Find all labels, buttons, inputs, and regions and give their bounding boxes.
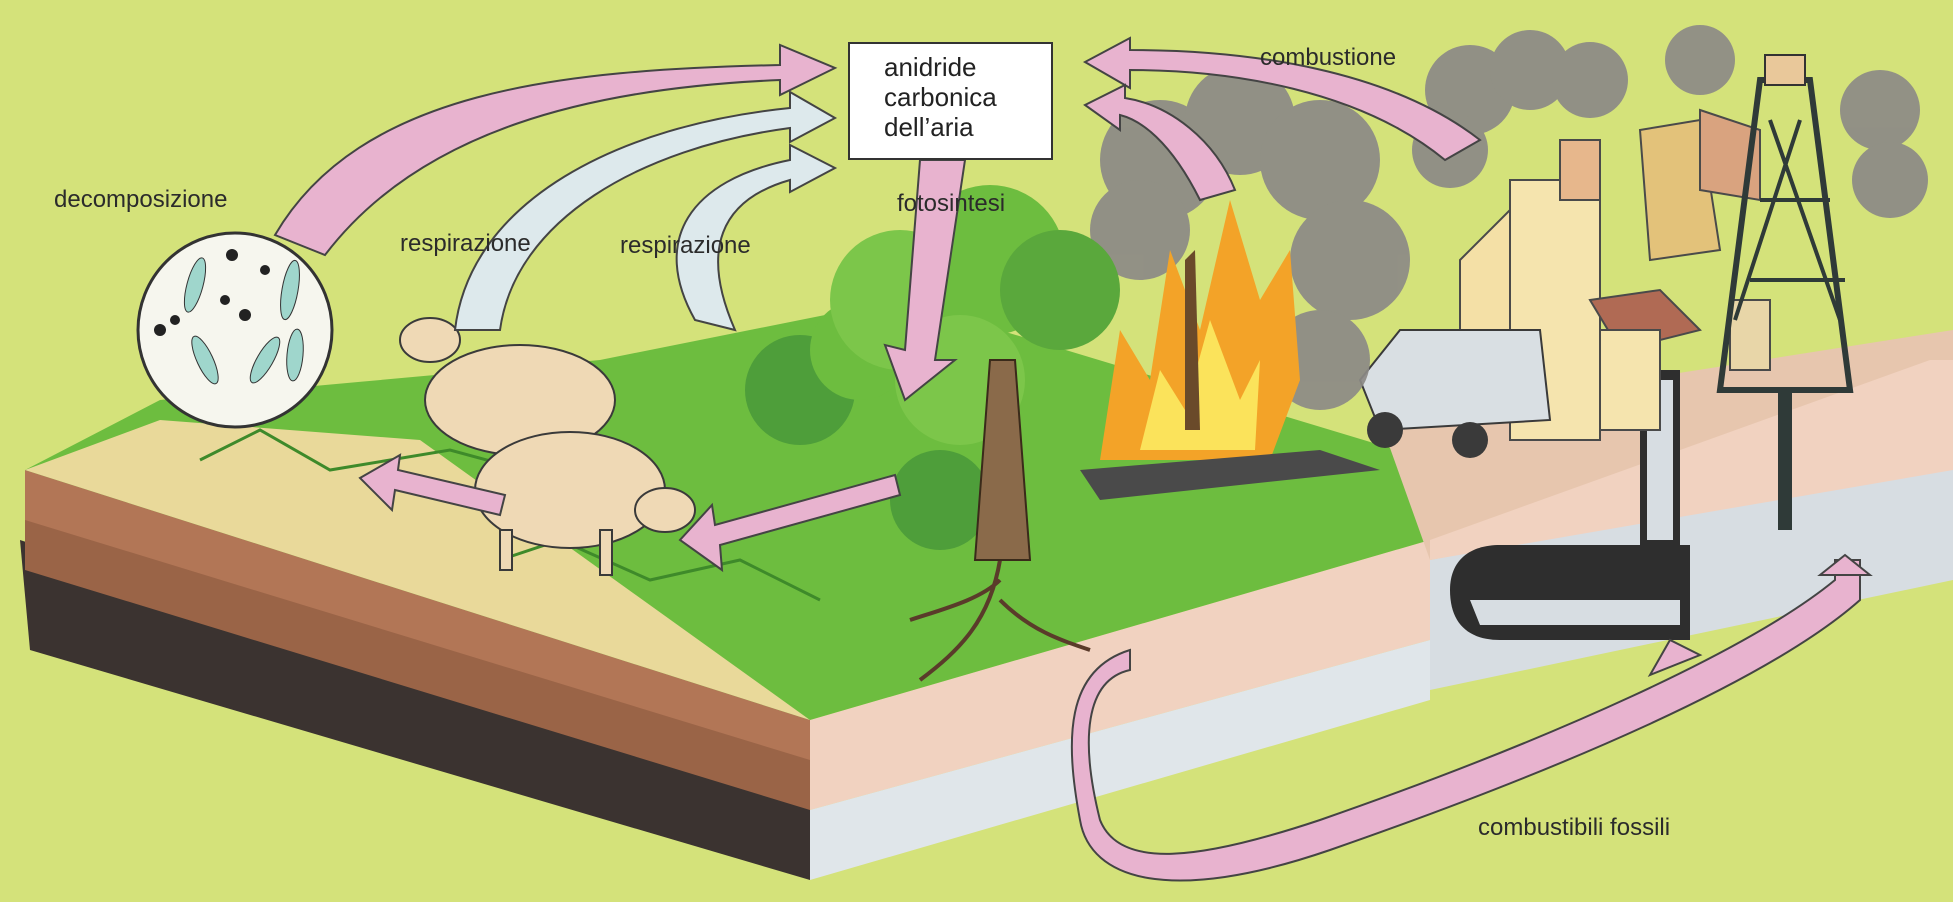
arrow-combustion-fire (1083, 83, 1237, 202)
label-decomposition: decomposizione (54, 186, 228, 213)
microbe-circle (136, 231, 334, 429)
co2-box-line-2: carbonica (884, 82, 997, 112)
smoke-clouds (1090, 25, 1928, 410)
forest-fire (1080, 200, 1380, 500)
arrow-plants-to-animals (678, 473, 902, 573)
co2-box-line-1: anidride (884, 52, 977, 82)
label-fossil-fuels: combustibili fossili (1478, 814, 1671, 841)
arrow-respiration-plants (675, 143, 838, 332)
flow-arrows (273, 36, 1873, 882)
cows (399, 317, 696, 576)
label-respiration-animals: respirazione (400, 230, 531, 257)
industry-block (1358, 54, 1953, 690)
arrow-fossil-loop (1070, 559, 1861, 882)
arrow-decomposition (273, 43, 838, 257)
arrow-animals-to-decay (358, 453, 507, 517)
arrow-respiration-animals (453, 90, 838, 331)
label-combustion: combustione (1260, 44, 1397, 71)
co2-box-line-3: dell’aria (884, 112, 974, 142)
co2-air-box: anidride carbonica dell’aria (848, 42, 1053, 160)
label-photosynthesis: fotosintesi (897, 190, 1006, 217)
arrow-combustion-industry (1082, 36, 1482, 162)
arrow-photosynthesis (883, 159, 967, 402)
earth-block (20, 300, 1430, 880)
label-respiration-plants: respirazione (620, 232, 751, 259)
